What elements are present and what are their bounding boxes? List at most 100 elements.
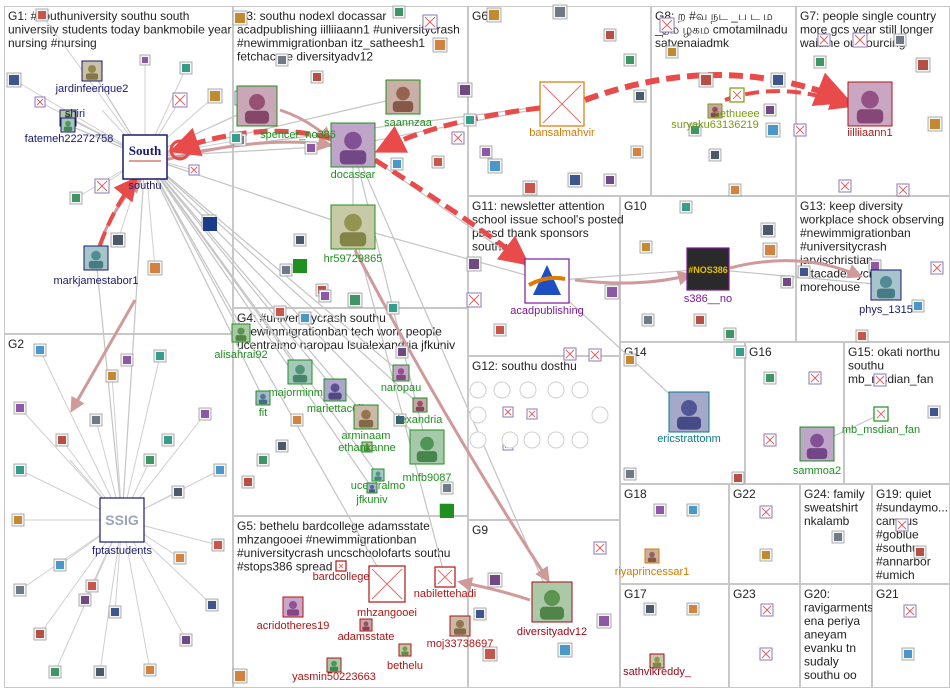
university-badge-icon[interactable] bbox=[293, 259, 307, 273]
avatar-tile-icon[interactable] bbox=[633, 89, 647, 103]
avatar-tile-icon[interactable] bbox=[93, 665, 107, 679]
avatar-tile-icon[interactable] bbox=[393, 413, 407, 427]
avatar-tile-icon[interactable] bbox=[310, 70, 324, 84]
node-hr59729865[interactable]: hr59729865 bbox=[324, 204, 383, 265]
empty-node-icon[interactable] bbox=[501, 431, 519, 449]
missing-image-icon[interactable] bbox=[94, 178, 110, 194]
university-badge-icon[interactable] bbox=[203, 217, 217, 231]
avatar-tile-icon[interactable] bbox=[770, 72, 786, 88]
empty-node-icon[interactable] bbox=[571, 381, 589, 399]
avatar-tile-icon[interactable] bbox=[11, 513, 25, 527]
node-sammoa2[interactable]: sammoa2 bbox=[793, 426, 841, 477]
avatar-tile-icon[interactable] bbox=[604, 284, 620, 300]
avatar-tile-icon[interactable] bbox=[440, 481, 454, 495]
avatar-tile-icon[interactable] bbox=[868, 259, 882, 273]
avatar-tile-icon[interactable] bbox=[108, 605, 122, 619]
avatar-tile-icon[interactable] bbox=[688, 123, 702, 137]
node-adamsstate[interactable]: adamsstate bbox=[338, 618, 395, 643]
avatar-tile-icon[interactable] bbox=[232, 10, 248, 26]
avatar-tile-icon[interactable] bbox=[473, 607, 487, 621]
avatar-tile-icon[interactable] bbox=[915, 57, 931, 73]
node-lexandria[interactable]: lexandria bbox=[398, 397, 444, 426]
avatar-tile-icon[interactable] bbox=[487, 572, 503, 588]
missing-image-icon[interactable] bbox=[526, 408, 538, 420]
missing-image-icon[interactable] bbox=[466, 292, 482, 308]
avatar-tile-icon[interactable] bbox=[304, 141, 318, 155]
node-acadpublishing[interactable]: acadpublishing bbox=[510, 258, 584, 317]
avatar-tile-icon[interactable] bbox=[893, 33, 907, 47]
avatar-tile-icon[interactable] bbox=[229, 131, 243, 145]
node-jardinfeerique2[interactable]: jardinfeerique2 bbox=[55, 60, 129, 95]
avatar-tile-icon[interactable] bbox=[290, 413, 304, 427]
node-fit[interactable]: fit bbox=[255, 390, 271, 419]
avatar-tile-icon[interactable] bbox=[913, 545, 927, 559]
node-yasmin50223663[interactable]: yasmin50223663 bbox=[292, 657, 376, 683]
avatar-tile-icon[interactable] bbox=[432, 37, 448, 53]
avatar-tile-icon[interactable] bbox=[686, 602, 700, 616]
avatar-tile-icon[interactable] bbox=[762, 242, 778, 258]
node-moj33738697[interactable]: moj33738697 bbox=[427, 615, 494, 650]
empty-node-icon[interactable] bbox=[571, 431, 589, 449]
node-spencer-no386[interactable]: spencer_no386 bbox=[236, 85, 336, 141]
missing-image-icon[interactable] bbox=[172, 92, 188, 108]
avatar-tile-icon[interactable] bbox=[927, 405, 941, 419]
empty-node-icon[interactable] bbox=[547, 431, 565, 449]
avatar-tile-icon[interactable] bbox=[557, 642, 573, 658]
avatar-tile-icon[interactable] bbox=[69, 191, 83, 205]
avatar-tile-icon[interactable] bbox=[522, 180, 538, 196]
avatar-tile-icon[interactable] bbox=[763, 371, 777, 385]
avatar-tile-icon[interactable] bbox=[723, 327, 737, 341]
avatar-tile-icon[interactable] bbox=[463, 113, 477, 127]
avatar-tile-icon[interactable] bbox=[479, 145, 493, 159]
avatar-tile-icon[interactable] bbox=[457, 82, 473, 98]
node-riyaprincessar1[interactable]: riyaprincessar1 bbox=[615, 548, 690, 578]
avatar-tile-icon[interactable] bbox=[708, 148, 722, 162]
avatar-tile-icon[interactable] bbox=[273, 305, 287, 319]
avatar-tile-icon[interactable] bbox=[693, 313, 707, 327]
avatar-tile-icon[interactable] bbox=[653, 503, 667, 517]
avatar-tile-icon[interactable] bbox=[641, 313, 655, 327]
empty-node-icon[interactable] bbox=[469, 381, 487, 399]
avatar-tile-icon[interactable] bbox=[623, 353, 637, 367]
node-diversityadv12[interactable]: diversityadv12 bbox=[517, 581, 587, 638]
missing-image-icon[interactable] bbox=[930, 261, 944, 275]
avatar-tile-icon[interactable] bbox=[386, 301, 400, 315]
avatar-tile-icon[interactable] bbox=[728, 183, 742, 197]
missing-image-icon[interactable] bbox=[451, 131, 465, 145]
empty-node-icon[interactable] bbox=[519, 381, 537, 399]
avatar-tile-icon[interactable] bbox=[35, 8, 49, 22]
node-fatemeh22272758[interactable]: fatemeh22272758 bbox=[25, 117, 114, 145]
missing-image-icon[interactable] bbox=[852, 32, 868, 48]
node-nabilettehadi[interactable]: nabilettehadi bbox=[414, 566, 476, 600]
avatar-tile-icon[interactable] bbox=[603, 173, 617, 187]
avatar-tile-icon[interactable] bbox=[567, 172, 583, 188]
avatar-tile-icon[interactable] bbox=[927, 116, 943, 132]
avatar-tile-icon[interactable] bbox=[630, 145, 644, 159]
avatar-tile-icon[interactable] bbox=[205, 598, 219, 612]
avatar-tile-icon[interactable] bbox=[110, 232, 126, 248]
node-sathvikreddy-[interactable]: sathvikreddy_ bbox=[623, 653, 692, 678]
node-suryaku63136219[interactable]: suryaku63136219 bbox=[671, 103, 759, 131]
missing-image-icon[interactable] bbox=[903, 604, 917, 618]
avatar-tile-icon[interactable] bbox=[13, 583, 27, 597]
missing-image-icon[interactable] bbox=[793, 123, 807, 137]
avatar-tile-icon[interactable] bbox=[33, 343, 47, 357]
missing-image-icon[interactable] bbox=[593, 541, 607, 555]
avatar-tile-icon[interactable] bbox=[161, 433, 175, 447]
missing-image-icon[interactable] bbox=[502, 406, 514, 418]
avatar-tile-icon[interactable] bbox=[395, 345, 409, 359]
avatar-tile-icon[interactable] bbox=[759, 548, 773, 562]
avatar-tile-icon[interactable] bbox=[596, 613, 612, 629]
node-markjamestabor1[interactable]: markjamestabor1 bbox=[54, 245, 139, 287]
node-ethankanne[interactable]: ethankanne bbox=[338, 441, 396, 454]
node-ericstrattonm[interactable]: ericstrattonm bbox=[657, 391, 721, 445]
avatar-tile-icon[interactable] bbox=[85, 579, 99, 593]
node-mhzangooei[interactable]: mhzangooei bbox=[357, 565, 417, 619]
empty-node-icon[interactable] bbox=[493, 381, 511, 399]
avatar-tile-icon[interactable] bbox=[763, 103, 777, 117]
node-mhfb9087[interactable]: mhfb9087 bbox=[403, 429, 452, 484]
missing-image-icon[interactable] bbox=[759, 647, 773, 661]
avatar-tile-icon[interactable] bbox=[275, 53, 289, 67]
